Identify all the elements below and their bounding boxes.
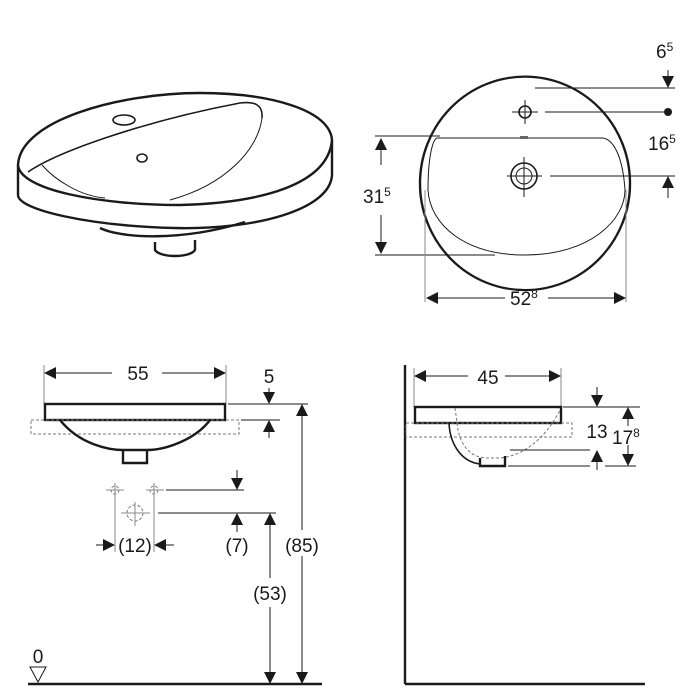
dim-side-depth: 45 xyxy=(477,368,498,389)
perspective-view xyxy=(16,91,334,258)
dim-side-total-height: 178 xyxy=(612,426,640,449)
dim-front-rim-thickness: 5 xyxy=(264,367,275,388)
overflow-icon xyxy=(520,136,528,139)
dim-front-width: 55 xyxy=(127,364,148,385)
drain-position-icon xyxy=(121,502,150,526)
floor-level-icon xyxy=(29,666,47,684)
dim-front-supply-height: (53) xyxy=(253,584,287,605)
dim-top-tap-offset: 65 xyxy=(656,40,674,63)
dim-front-supply-offset: (7) xyxy=(225,536,248,557)
side-view: 45 13 178 xyxy=(403,365,645,686)
dim-front-tap-spacing: (12) xyxy=(118,536,152,557)
dim-side-bowl-depth: 13 xyxy=(586,422,607,443)
dim-top-tap-to-drain: 165 xyxy=(648,132,676,155)
dim-front-rim-height: (85) xyxy=(285,536,319,557)
tap-position-icon xyxy=(106,483,164,497)
dim-top-depth: 315 xyxy=(363,185,391,208)
dim-front-floor: 0 xyxy=(33,647,44,668)
front-view: 55 5 xyxy=(28,364,322,686)
dim-top-width: 528 xyxy=(510,287,538,310)
top-view: 65 165 315 528 xyxy=(363,40,676,310)
